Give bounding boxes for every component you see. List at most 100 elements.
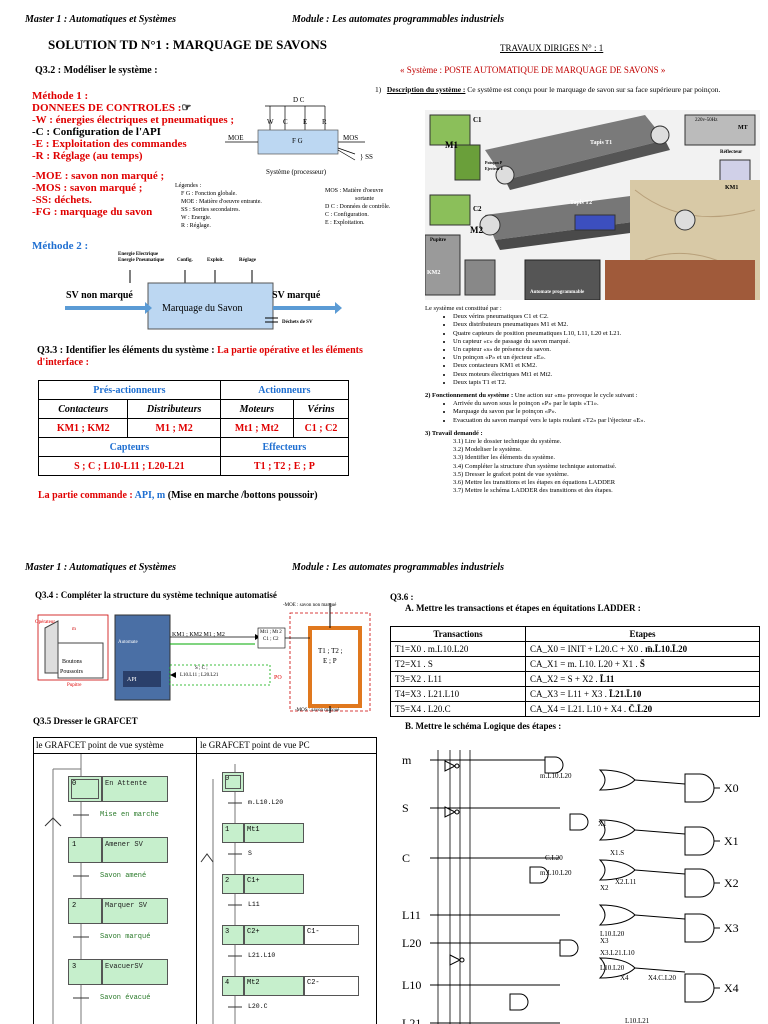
- sadt-e: E: [303, 118, 308, 126]
- system-photo: Tapis T1 Tapis T2 Réflecteur KM1 KM2 M1 …: [425, 110, 760, 300]
- header2-right: Module : Les automates programmables ind…: [292, 562, 504, 573]
- grafcet-pc-transition: m.L10.L20: [248, 799, 284, 806]
- td-description: 1) Description du système : Ce système e…: [375, 85, 721, 94]
- and-gate: [684, 868, 715, 898]
- td-subtitle: « Système : POSTE AUTOMATIQUE DE MARQUAG…: [400, 65, 666, 75]
- not-gate-bubble: [454, 809, 460, 815]
- grafcet-pc-transition: L21.L10: [248, 952, 276, 959]
- not-gate: [449, 954, 462, 966]
- logic-input-label: C: [402, 851, 410, 865]
- and-gate-small: [569, 813, 589, 831]
- m1-mos: -MOS : savon marqué ;: [32, 182, 143, 194]
- sadt-moe: MOE: [228, 134, 244, 142]
- grafcet-transition: Savon marqué: [100, 933, 151, 941]
- photo-m1: M1: [445, 140, 458, 150]
- logic-label: L10.L20: [600, 964, 625, 972]
- q34-ep: E ; P: [323, 657, 337, 665]
- and-gate-small: [529, 866, 549, 884]
- work-item: 3.2) Modeliser le système.: [453, 446, 522, 454]
- logic-input-label: L20: [402, 936, 421, 950]
- component-item: Un poinçon «P» et un éjecteur «E».: [453, 354, 760, 362]
- m2-reglage: Réglage: [239, 258, 256, 263]
- grafcet-step: 3: [68, 959, 102, 985]
- work-item: 3.1) Lire le dossier technique du systèm…: [453, 438, 562, 446]
- logic-label: L10.L21: [625, 1017, 650, 1024]
- td-title: TRAVAUX DIRIGES N° : 1: [500, 43, 604, 53]
- photo-tapis2: Tapis T2: [570, 200, 593, 206]
- structure-diagram: [37, 603, 371, 713]
- grafcet-action: Amener SV: [102, 837, 168, 863]
- grafcet-system-frame: [33, 737, 197, 1024]
- component-item: Un capteur «s» de présence du savon.: [453, 346, 760, 354]
- photo-m2: M2: [470, 225, 483, 235]
- logic-output-label: X0: [724, 781, 739, 795]
- sadt-fg: F G: [292, 137, 303, 145]
- grafcet-action: Marquer SV: [102, 898, 168, 924]
- logic-label: X3.L21.L10: [600, 949, 635, 957]
- logic-output-label: X4: [724, 981, 739, 995]
- logic-wire: [634, 779, 686, 785]
- logic-wire: [634, 914, 686, 920]
- logic-input-label: L21: [402, 1016, 421, 1024]
- legend-left: Légendes :F G : Fonction globale.MOE : M…: [175, 183, 262, 229]
- grafcet-pc-action: C2-: [304, 976, 359, 996]
- logic-input-label: m: [402, 753, 412, 767]
- photo-poincon: Poinçon P: [485, 160, 503, 165]
- logic-input-label: S: [402, 801, 409, 815]
- q34-cc: C1 ; C2: [263, 637, 279, 642]
- logic-input-label: L11: [402, 908, 421, 922]
- q34-poussoirs: Poussoirs: [60, 669, 84, 675]
- logic-label: X1: [598, 820, 607, 828]
- sadt-w: W: [267, 118, 274, 126]
- functioning-item: Evacuation du savon marqué vers le tapis…: [453, 417, 760, 425]
- m1-c: -C : Configuration de l'API: [32, 126, 161, 138]
- m2-box: Marquage du Savon: [162, 303, 243, 314]
- photo-km2: KM2: [427, 270, 441, 276]
- or-gate: [598, 859, 636, 881]
- logic-label: m.L10.L20: [540, 772, 572, 780]
- grafcet-pc-frame: [197, 737, 377, 1024]
- partie-commande: La partie commande : API, m (Mise en mar…: [38, 490, 318, 501]
- logic-output-label: X2: [724, 876, 739, 890]
- logic-label: X4.C.L20: [648, 974, 677, 982]
- logic-label: X4: [620, 974, 629, 982]
- work-list: 3.1) Lire le dossier technique du systèm…: [425, 438, 760, 495]
- page-gap: [0, 542, 768, 552]
- grafcet-transition: Savon amené: [100, 872, 147, 880]
- page-title: SOLUTION TD N°1 : MARQUAGE DE SAVONS: [48, 37, 327, 52]
- and-gate: [684, 773, 715, 803]
- grafcet-col1: le GRAFCET point de vue système: [36, 740, 164, 750]
- component-item: Un capteur «c» de passage du savon marqu…: [453, 338, 760, 346]
- q34-line1: KM1 ; KM2 M1 ; M2: [172, 632, 225, 638]
- pre-actionneurs-header: Prés-actionneurs: [38, 380, 221, 400]
- methode1-title: Méthode 1 :: [32, 90, 89, 102]
- grafcet-pc-transition: S: [248, 850, 252, 857]
- photo-pupitre: Pupitre: [430, 238, 447, 243]
- m1-ss: -SS: déchets.: [32, 194, 92, 206]
- q34-tt: T1 ; T2 ;: [318, 647, 343, 655]
- m2-config: Config.: [177, 258, 193, 263]
- m2-exploit: Exploit.: [207, 258, 224, 263]
- and-gate: [684, 913, 715, 943]
- logic-label: L10.L20: [600, 930, 625, 938]
- logic-diagram: mSCL11L20L10L21X0X1X2X3X4m.L10.L20X1X1.S…: [402, 750, 739, 1024]
- grafcet-transition: Savon évacué: [100, 994, 151, 1002]
- m2-input: SV non marqué: [66, 290, 133, 301]
- q34-automate: Automate: [118, 640, 138, 645]
- q33: Q3.3 : Identifier les éléments du systèm…: [37, 345, 363, 368]
- sadt-r: R: [322, 118, 327, 126]
- logic-output-label: X1: [724, 834, 739, 848]
- or-gate: [598, 819, 636, 841]
- sadt-c: C: [283, 118, 288, 126]
- q34-line2a: S ; C ;: [195, 666, 208, 671]
- q34-title: Q3.4 : Compléter la structure du système…: [35, 590, 277, 600]
- grafcet-transition: Mise en marche: [100, 811, 159, 819]
- work-item: 3.6) Mettre les transitions et les étape…: [453, 479, 616, 487]
- or-gate: [598, 769, 636, 791]
- and-gate-small: [509, 993, 529, 1011]
- grafcet-step: 0: [68, 776, 102, 802]
